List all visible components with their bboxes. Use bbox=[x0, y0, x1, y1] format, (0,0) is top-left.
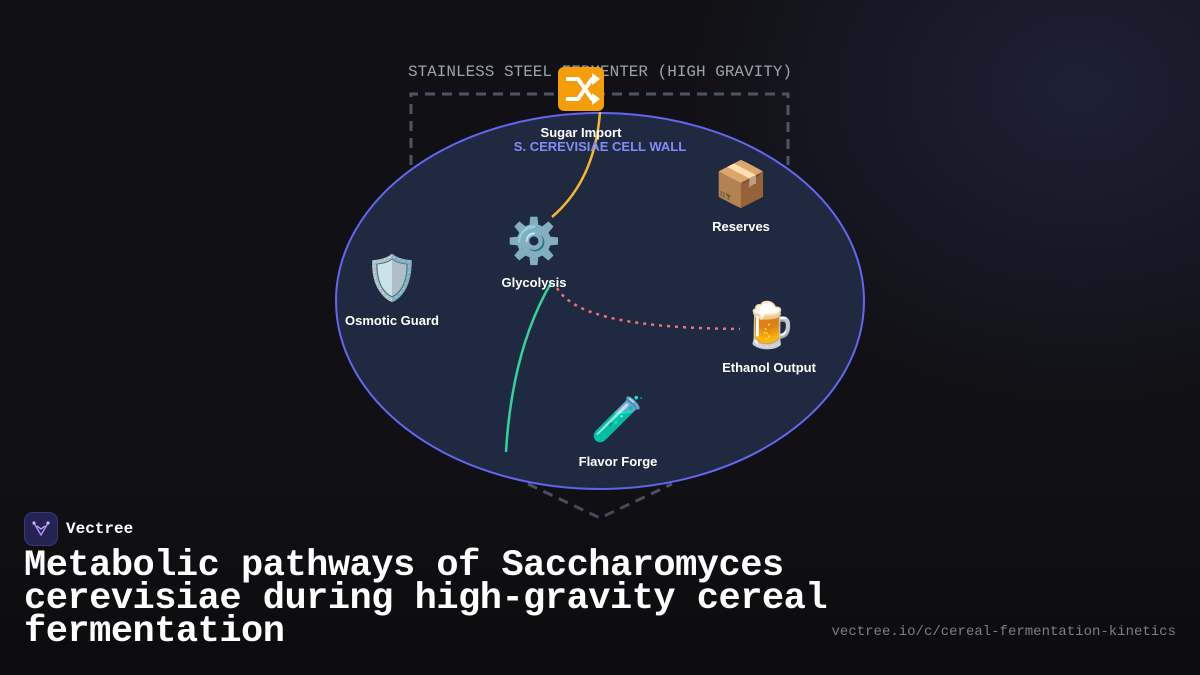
edge-sugar-to-glycolysis bbox=[551, 111, 602, 218]
vectree-logo-icon bbox=[24, 512, 58, 546]
edge-glycolysis-to-flavor bbox=[504, 282, 553, 453]
package-icon: 📦 bbox=[714, 159, 769, 210]
beer-mug-icon: 🍺 bbox=[742, 298, 797, 351]
node-reserves: 📦 Reserves bbox=[712, 159, 770, 234]
reserves-label: Reserves bbox=[712, 219, 770, 234]
flavor-forge-label: Flavor Forge bbox=[579, 454, 658, 469]
test-tube-icon: 🧪 bbox=[591, 394, 646, 445]
node-sugar-import: Sugar Import bbox=[541, 67, 623, 140]
page-title: Metabolic pathways of Saccharomyces cere… bbox=[24, 545, 828, 653]
source-url[interactable]: vectree.io/c/cereal-fermentation-kinetic… bbox=[831, 624, 1176, 640]
ethanol-output-label: Ethanol Output bbox=[722, 360, 817, 375]
shield-icon: 🛡️ bbox=[365, 253, 420, 304]
osmotic-guard-label: Osmotic Guard bbox=[345, 313, 439, 328]
gear-icon: ⚙️ bbox=[507, 216, 562, 267]
brand: Vectree bbox=[24, 512, 133, 546]
node-ethanol-output: 🍺 Ethanol Output bbox=[722, 298, 817, 375]
glycolysis-label: Glycolysis bbox=[501, 275, 566, 290]
node-glycolysis: ⚙️ Glycolysis bbox=[501, 216, 566, 290]
shuffle-icon bbox=[558, 67, 604, 111]
node-flavor-forge: 🧪 Flavor Forge bbox=[579, 394, 658, 469]
cell-wall-label: S. CEREVISIAE CELL WALL bbox=[514, 139, 686, 154]
brand-name: Vectree bbox=[66, 520, 134, 538]
node-osmotic-guard: 🛡️ Osmotic Guard bbox=[345, 253, 439, 328]
sugar-import-label: Sugar Import bbox=[541, 125, 623, 140]
